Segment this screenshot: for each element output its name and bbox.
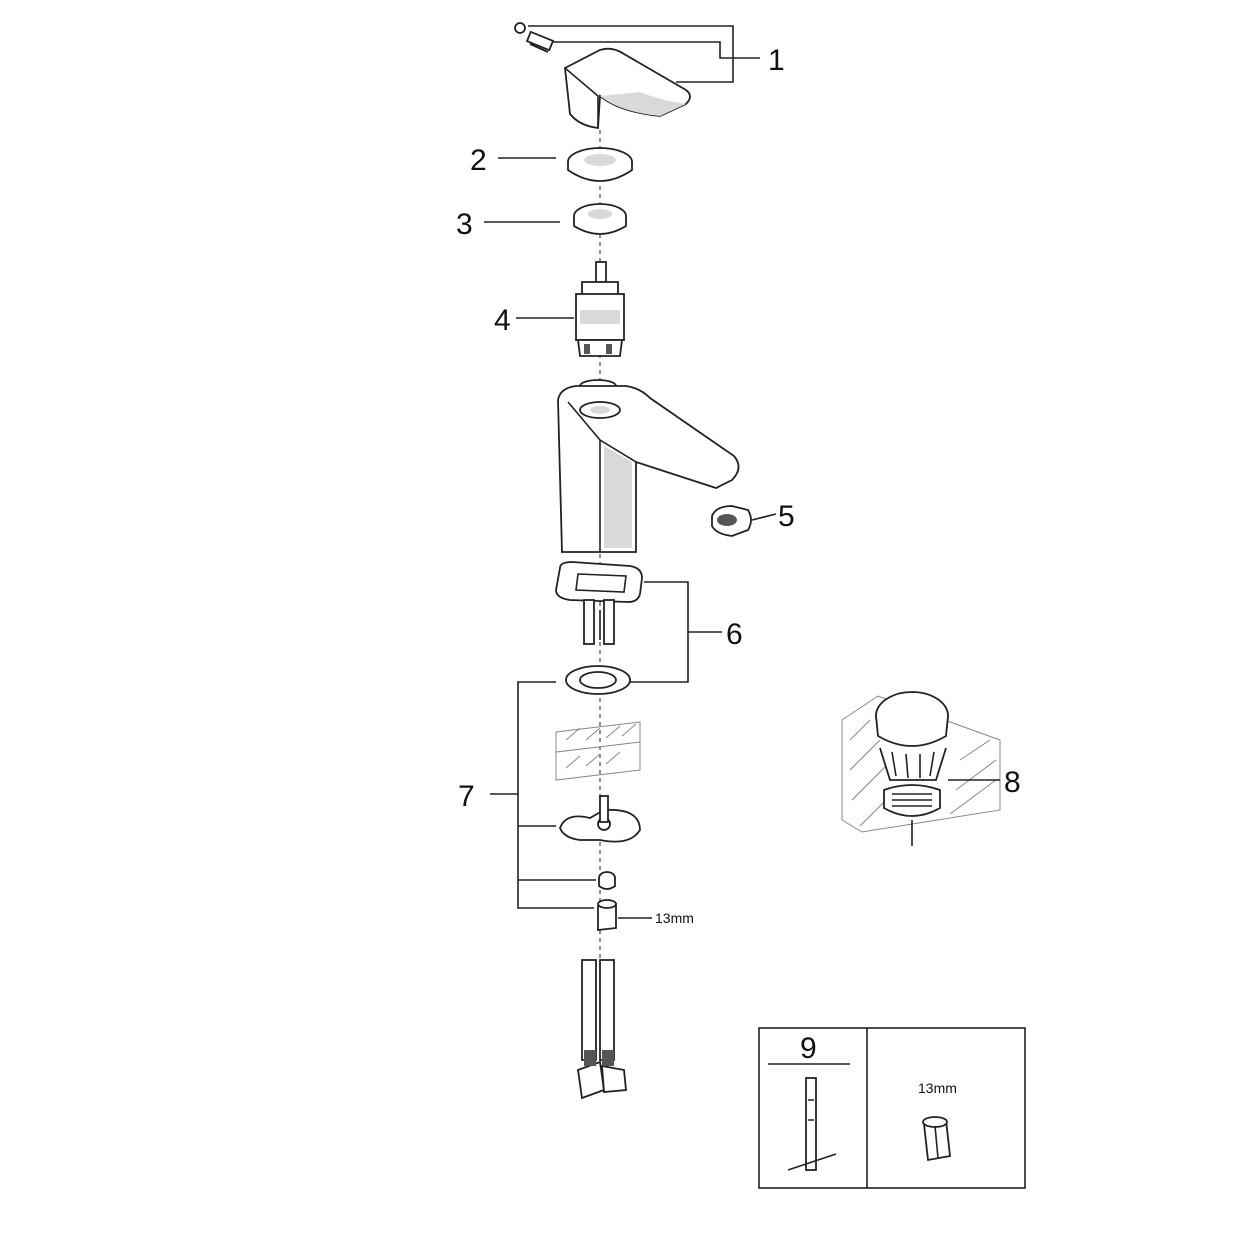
leader-6	[630, 581, 722, 683]
callout-5: 5	[778, 500, 795, 533]
part-4-cartridge	[575, 261, 625, 357]
faucet-body	[557, 379, 740, 553]
part-3-retaining-nut	[573, 203, 627, 235]
callout-4: 4	[494, 304, 511, 337]
supply-hoses	[577, 959, 627, 1100]
tool-box	[758, 1027, 1026, 1189]
part-5-aerator	[711, 505, 752, 537]
callout-9: 9	[800, 1032, 817, 1065]
leader-5	[751, 513, 777, 521]
part-8-popup-waste	[841, 691, 1001, 846]
tool-box-size-label: 13mm	[918, 1080, 957, 1096]
part-6-base-gasket	[555, 561, 643, 645]
part-6-lower-seal	[565, 665, 631, 695]
callout-2: 2	[470, 144, 487, 177]
callout-7: 7	[458, 780, 475, 813]
callout-3: 3	[456, 208, 473, 241]
tool-box-hex-socket	[922, 1116, 951, 1162]
part-9-key-tool	[787, 1077, 837, 1171]
part-1-lever-handle	[514, 22, 691, 129]
leader-7	[490, 681, 596, 909]
part-7-mounting-hardware	[555, 721, 641, 932]
callout-1: 1	[768, 44, 785, 77]
callout-6: 6	[726, 618, 743, 651]
part-2-cap-ring	[567, 147, 633, 182]
leader-1	[528, 25, 760, 83]
callout-8: 8	[1004, 766, 1021, 799]
wrench-size-label: 13mm	[655, 910, 694, 926]
